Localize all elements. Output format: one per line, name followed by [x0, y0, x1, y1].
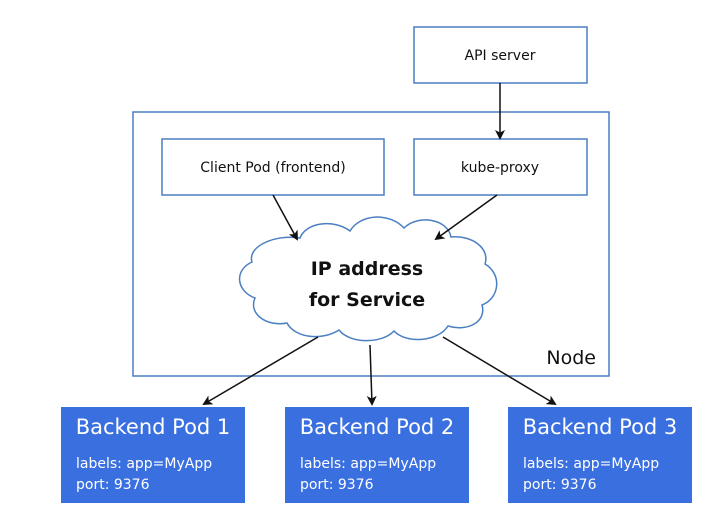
backend-pod-1-labels: labels: app=MyApp	[76, 456, 212, 472]
service-to-pod-2-arrow	[366, 344, 377, 406]
service-ip-cloud: IP address for Service	[238, 216, 498, 342]
backend-pod-2-port: port: 9376	[300, 477, 374, 493]
client-to-service-arrow	[272, 194, 298, 241]
backend-pod-3-port: port: 9376	[523, 477, 597, 493]
backend-pod-1-title: Backend Pod 1	[76, 415, 231, 439]
api-server-box: API server	[413, 26, 588, 84]
backend-pod-1: Backend Pod 1 labels: app=MyApp port: 93…	[61, 407, 245, 503]
backend-pod-2: Backend Pod 2 labels: app=MyApp port: 93…	[285, 407, 469, 503]
client-pod-box: Client Pod (frontend)	[161, 138, 385, 196]
backend-pod-3-labels: labels: app=MyApp	[523, 456, 659, 472]
node-label: Node	[546, 347, 596, 369]
service-ip-line-2: for Service	[309, 289, 425, 311]
kube-proxy-box: kube-proxy	[413, 138, 588, 196]
backend-pod-2-title: Backend Pod 2	[300, 415, 455, 439]
backend-pod-3-title: Backend Pod 3	[523, 415, 678, 439]
kube-proxy-label: kube-proxy	[461, 160, 539, 176]
api-server-label: API server	[465, 48, 536, 64]
client-pod-label: Client Pod (frontend)	[200, 160, 345, 176]
service-ip-line-1: IP address	[311, 258, 424, 280]
kube-proxy-to-service-arrow	[434, 194, 498, 241]
connector-arrows	[202, 83, 557, 406]
backend-pod-1-port: port: 9376	[76, 477, 150, 493]
backend-pod-2-labels: labels: app=MyApp	[300, 456, 436, 472]
service-to-pod-1-arrow	[202, 336, 319, 406]
backend-pod-3: Backend Pod 3 labels: app=MyApp port: 93…	[508, 407, 692, 503]
service-to-pod-3-arrow	[442, 336, 557, 406]
